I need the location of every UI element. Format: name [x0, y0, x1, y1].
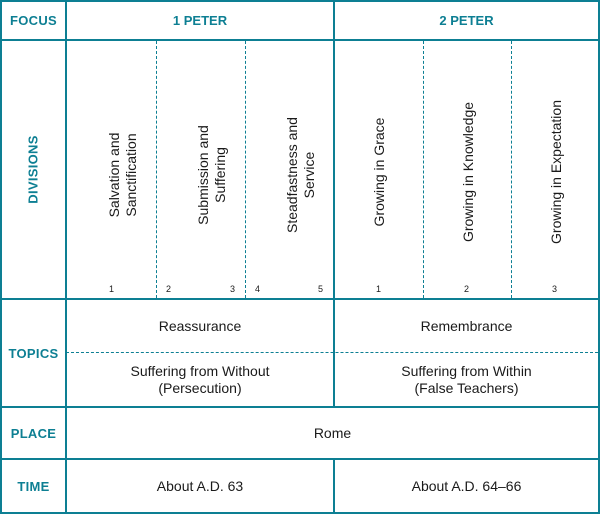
division-5: Growing in Knowledge: [459, 101, 476, 243]
division-2: Submission and Suffering: [195, 125, 228, 225]
chapter-number: 4: [255, 284, 261, 294]
book-divider: [333, 460, 335, 512]
place-label: PLACE: [10, 425, 57, 441]
division-divider: [245, 41, 246, 298]
label-column-divider: [65, 2, 67, 512]
book-divider: [333, 300, 335, 406]
division-1: Salvation and Sanctification: [106, 132, 139, 218]
chapter-number: 2: [166, 284, 172, 294]
time-label: TIME: [17, 478, 50, 494]
division-divider: [156, 41, 157, 298]
time-2-peter: About A.D. 64–66: [411, 477, 522, 494]
division-3: Steadfastness and Service: [284, 117, 317, 233]
topics-label: TOPICS: [8, 345, 59, 361]
division-divider: [511, 41, 512, 298]
divisions-label-text: DIVISIONS: [26, 135, 41, 204]
row-divider: [2, 406, 598, 408]
division-divider: [423, 41, 424, 298]
topic-reassurance: Reassurance: [158, 317, 242, 334]
divisions-label: DIVISIONS: [2, 41, 65, 298]
topic-suffering-within: Suffering from Within (False Teachers): [401, 363, 532, 396]
chapter-number: 3: [230, 284, 236, 294]
place-value: Rome: [313, 424, 352, 441]
division-4: Growing in Grace: [370, 117, 387, 227]
division-6: Growing in Expectation: [547, 100, 564, 244]
row-divider: [2, 298, 598, 300]
focus-2-peter: 2 PETER: [439, 13, 494, 28]
row-divider: [2, 458, 598, 460]
time-1-peter: About A.D. 63: [156, 477, 244, 494]
book-divider: [333, 2, 335, 298]
chapter-number: 2: [464, 284, 470, 294]
chapter-number: 1: [376, 284, 382, 294]
chapter-number: 5: [318, 284, 324, 294]
row-divider: [2, 39, 598, 41]
row-divider-dashed: [66, 352, 598, 353]
chapter-number: 1: [109, 284, 115, 294]
topic-remembrance: Remembrance: [420, 317, 513, 334]
chapter-number: 3: [552, 284, 558, 294]
topic-suffering-without: Suffering from Without (Persecution): [130, 363, 270, 396]
focus-1-peter: 1 PETER: [172, 13, 228, 28]
focus-label: FOCUS: [10, 13, 57, 28]
